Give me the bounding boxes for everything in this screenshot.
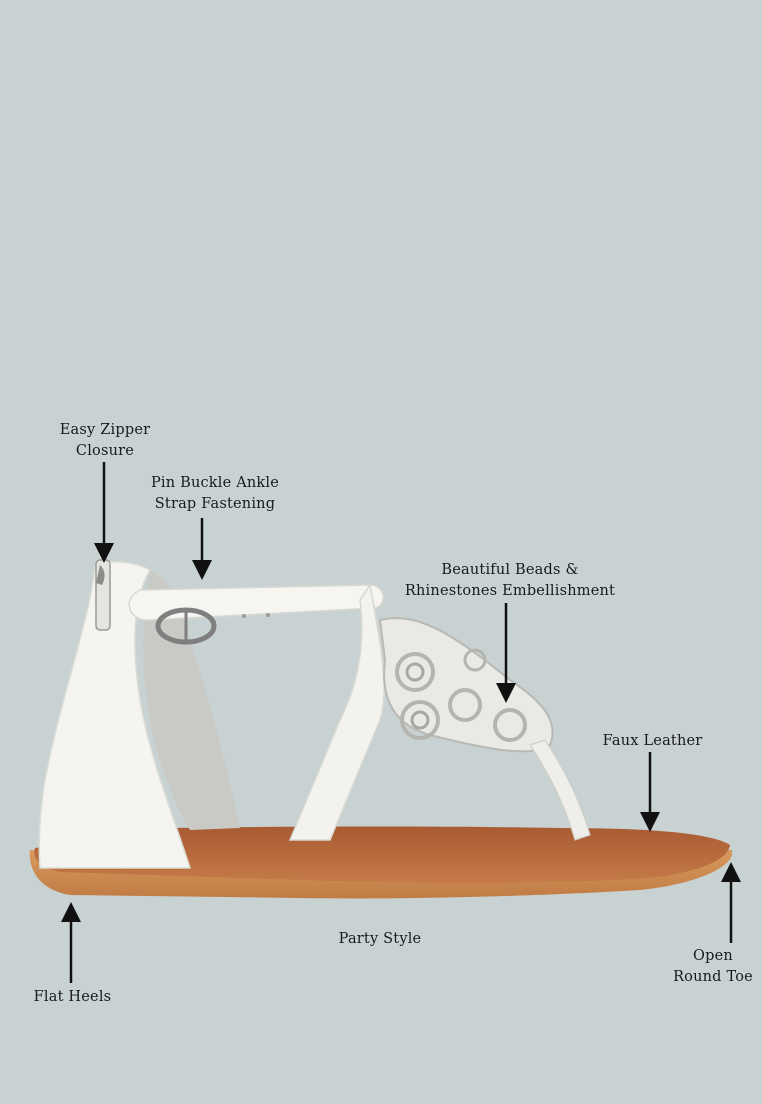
toe-post: [529, 739, 591, 841]
label-zipper-line1: Easy Zipper: [59, 422, 151, 438]
label-toe-line2: Round Toe: [673, 969, 753, 985]
label-party: Party Style: [325, 929, 435, 950]
label-beads-line1: Beautiful Beads &: [441, 562, 579, 578]
heel-counter: [38, 560, 192, 869]
label-toe: Open Round Toe: [664, 946, 762, 988]
label-buckle-line2: Strap Fastening: [154, 496, 276, 512]
beaded-embellishment: [378, 617, 554, 753]
label-buckle: Pin Buckle Ankle Strap Fastening: [135, 473, 295, 515]
t-strap: [288, 583, 385, 841]
label-faux-line1: Faux Leather: [602, 733, 703, 749]
label-toe-line1: Open: [693, 948, 733, 964]
label-buckle-line1: Pin Buckle Ankle: [150, 475, 280, 491]
label-beads-line2: Rhinestones Embellishment: [404, 583, 616, 599]
zipper-pull: [96, 565, 105, 585]
label-zipper-line2: Closure: [75, 443, 135, 459]
label-flat-line1: Flat Heels: [33, 989, 112, 1005]
insole: [34, 826, 731, 883]
label-party-line1: Party Style: [338, 931, 422, 947]
label-zipper: Easy Zipper Closure: [40, 420, 170, 462]
label-flat: Flat Heels: [20, 987, 125, 1008]
label-beads: Beautiful Beads & Rhinestones Embellishm…: [392, 560, 628, 602]
label-faux: Faux Leather: [595, 731, 710, 752]
heel-lining: [143, 570, 240, 830]
